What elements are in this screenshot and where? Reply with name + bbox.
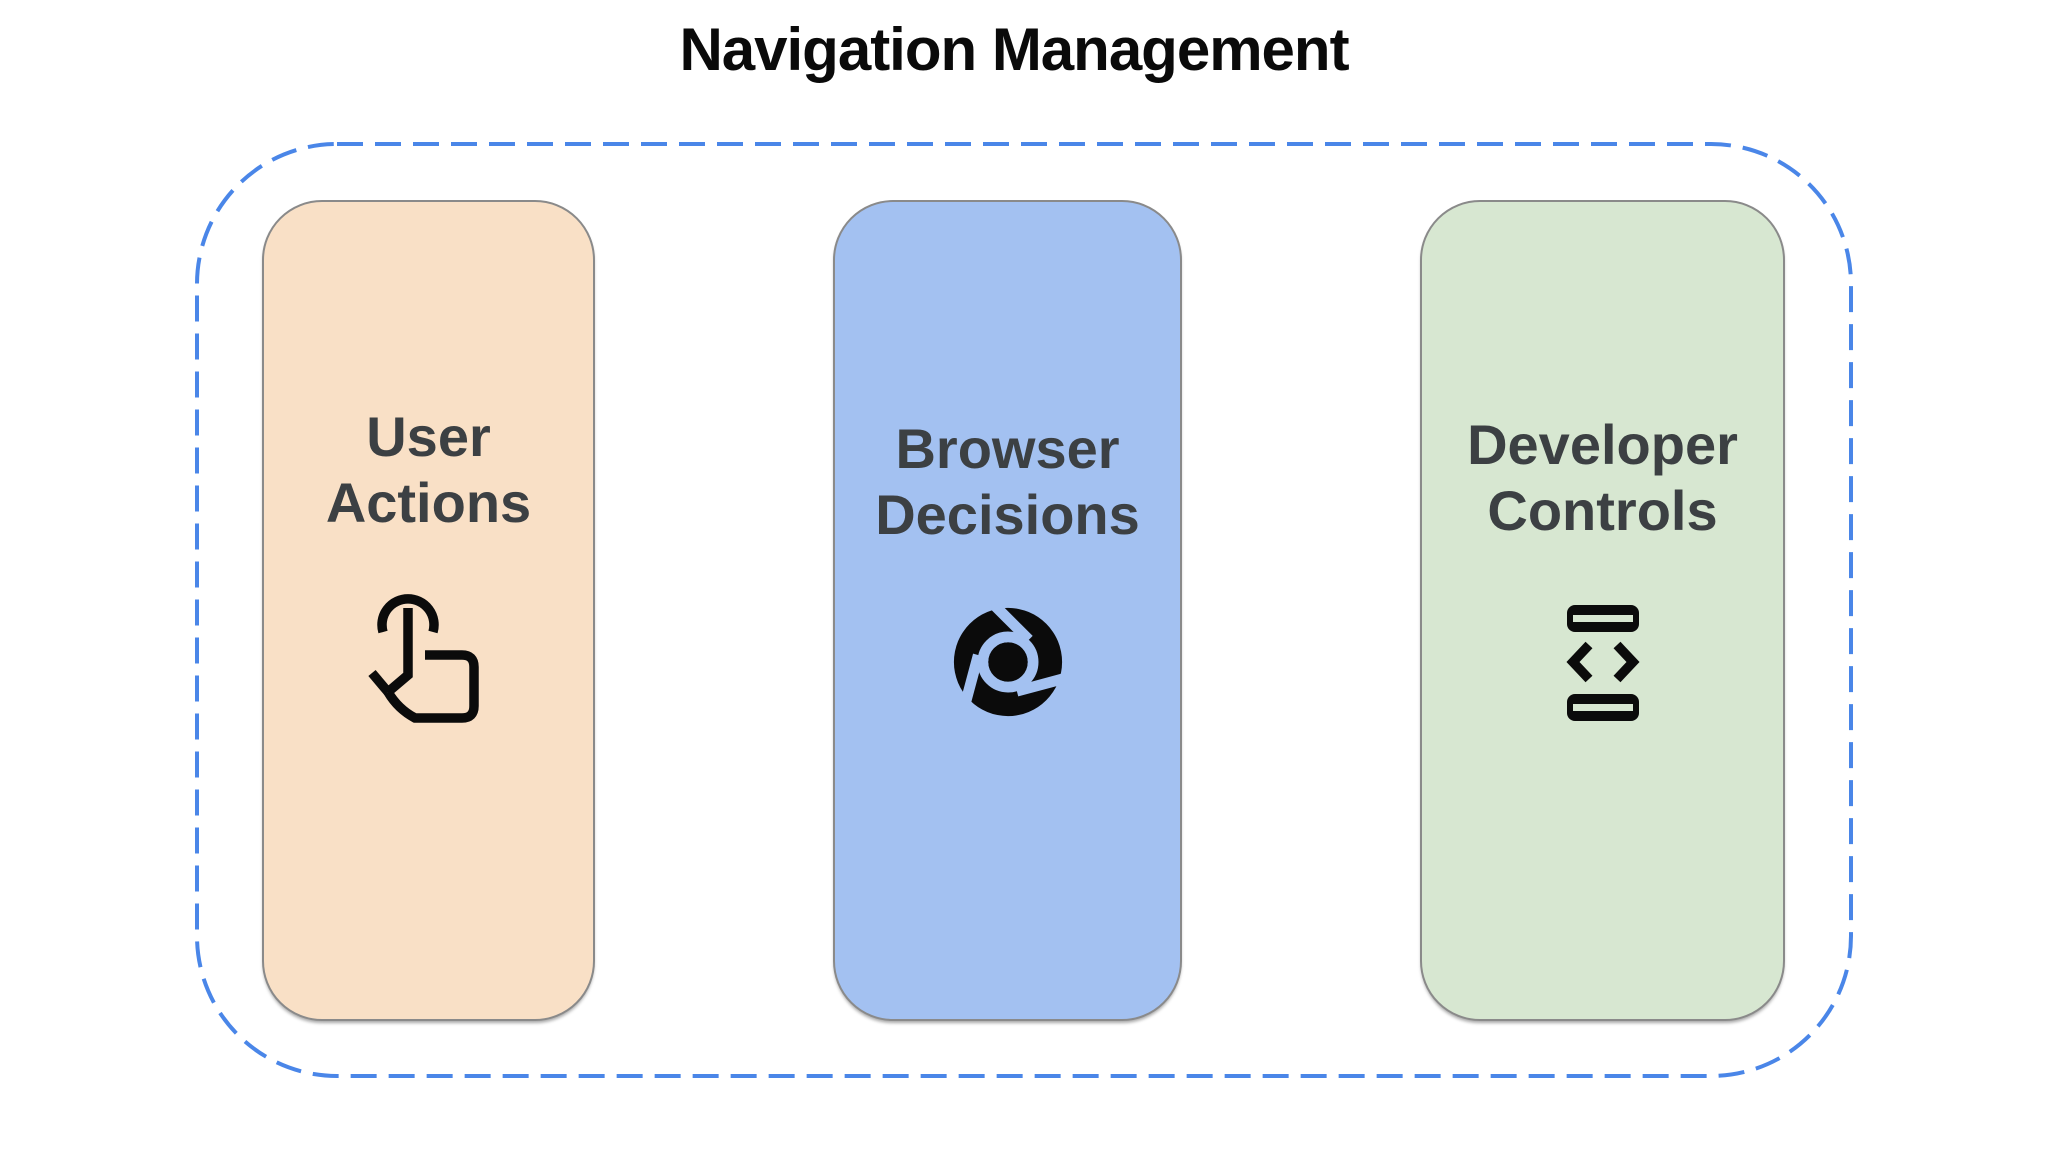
card-browser-decisions: Browser Decisions: [833, 200, 1182, 1021]
card-developer-controls-label: Developer Controls: [1467, 413, 1738, 542]
dashed-border-rect: [195, 142, 1853, 1078]
dashed-group-border: [195, 142, 1853, 1078]
chrome-browser-icon: [953, 603, 1067, 717]
card-user-actions-label: User Actions: [325, 405, 532, 534]
developer-mode-icon: [1565, 605, 1640, 721]
touch-gesture-icon: [367, 594, 479, 723]
card-user-actions: User Actions: [262, 200, 595, 1021]
card-browser-decisions-label: Browser Decisions: [875, 417, 1140, 546]
card-developer-controls: Developer Controls: [1420, 200, 1785, 1021]
page-title: Navigation Management: [679, 16, 1349, 83]
